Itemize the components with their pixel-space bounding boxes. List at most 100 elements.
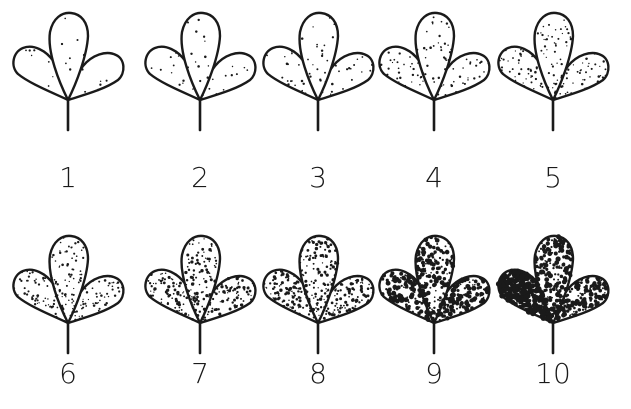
disease-speck <box>247 293 249 295</box>
disease-speck <box>485 290 489 294</box>
disease-speck <box>560 267 562 269</box>
disease-speck <box>541 315 547 321</box>
disease-speck <box>55 313 57 315</box>
disease-speck <box>109 276 110 277</box>
disease-speck <box>236 291 238 293</box>
disease-speck <box>474 280 478 284</box>
disease-speck <box>340 289 342 291</box>
disease-speck <box>522 50 524 52</box>
disease-speck <box>580 301 582 303</box>
disease-speck <box>337 290 339 292</box>
disease-speck <box>330 283 333 286</box>
disease-speck <box>225 75 227 77</box>
disease-speck <box>418 256 423 261</box>
disease-speck <box>501 69 503 71</box>
disease-speck <box>545 261 548 264</box>
disease-speck <box>475 65 477 67</box>
disease-speck <box>212 298 214 300</box>
disease-speck <box>439 300 441 302</box>
disease-speck <box>64 236 66 238</box>
disease-speck <box>412 74 414 76</box>
disease-speck <box>276 283 278 285</box>
disease-speck <box>201 306 203 308</box>
disease-speck <box>316 44 318 46</box>
disease-speck <box>430 272 432 274</box>
disease-speck <box>308 241 311 244</box>
disease-speck <box>322 314 323 315</box>
disease-speck <box>438 42 439 43</box>
disease-speck <box>106 80 108 82</box>
disease-speck <box>370 287 372 289</box>
disease-speck <box>280 284 282 286</box>
disease-speck <box>215 308 218 311</box>
disease-speck <box>78 281 80 283</box>
disease-speck <box>324 271 327 274</box>
disease-speck <box>292 286 295 289</box>
disease-speck <box>272 288 273 289</box>
disease-speck <box>298 64 300 66</box>
disease-speck <box>301 80 304 83</box>
disease-speck <box>160 69 162 71</box>
disease-speck <box>416 260 419 263</box>
disease-speck <box>326 60 328 62</box>
disease-speck <box>585 285 588 288</box>
disease-speck <box>316 302 318 304</box>
disease-speck <box>562 33 563 34</box>
disease-speck <box>562 296 564 298</box>
disease-speck <box>70 247 72 249</box>
disease-speck <box>426 317 431 322</box>
disease-speck <box>567 294 569 296</box>
disease-speck <box>72 308 73 309</box>
disease-speck <box>319 298 322 301</box>
disease-speck <box>286 288 288 290</box>
disease-speck <box>191 318 194 321</box>
disease-speck <box>112 285 114 287</box>
disease-speck <box>388 292 392 296</box>
disease-speck <box>543 249 548 254</box>
disease-speck <box>338 314 340 316</box>
disease-speck <box>512 57 514 59</box>
disease-speck <box>325 305 327 307</box>
disease-speck <box>434 258 436 260</box>
disease-speck <box>338 311 341 314</box>
disease-speck <box>393 288 395 290</box>
disease-speck <box>265 287 266 288</box>
disease-speck <box>117 287 119 289</box>
disease-speck <box>424 310 429 315</box>
disease-speck <box>297 290 299 292</box>
disease-speck <box>309 284 311 286</box>
disease-speck <box>477 276 479 278</box>
disease-speck <box>175 298 178 301</box>
disease-speck <box>173 293 175 295</box>
disease-speck <box>584 308 586 310</box>
disease-speck <box>95 293 97 295</box>
disease-speck <box>333 23 335 25</box>
disease-speck <box>79 318 81 320</box>
disease-speck <box>565 93 567 95</box>
disease-speck <box>190 260 193 263</box>
disease-speck <box>186 254 189 257</box>
disease-speck <box>309 75 311 77</box>
disease-speck <box>209 293 212 296</box>
disease-speck <box>480 61 482 63</box>
disease-speck <box>288 289 291 292</box>
disease-speck <box>388 298 392 302</box>
disease-speck <box>298 296 301 299</box>
disease-speck <box>242 286 245 289</box>
disease-speck <box>570 303 574 307</box>
disease-speck <box>316 46 318 48</box>
trifoliate-leaf-8 <box>263 236 374 353</box>
disease-speck <box>420 268 424 272</box>
disease-speck <box>398 67 400 69</box>
disease-speck <box>294 282 297 285</box>
disease-speck <box>396 78 398 80</box>
disease-speck <box>203 95 204 96</box>
disease-speck <box>531 53 533 55</box>
disease-speck <box>533 88 534 89</box>
disease-speck <box>302 83 304 85</box>
disease-speck <box>580 278 583 281</box>
disease-speck <box>518 59 520 61</box>
disease-speck <box>412 278 414 280</box>
disease-speck <box>461 296 463 298</box>
disease-speck <box>246 291 249 294</box>
